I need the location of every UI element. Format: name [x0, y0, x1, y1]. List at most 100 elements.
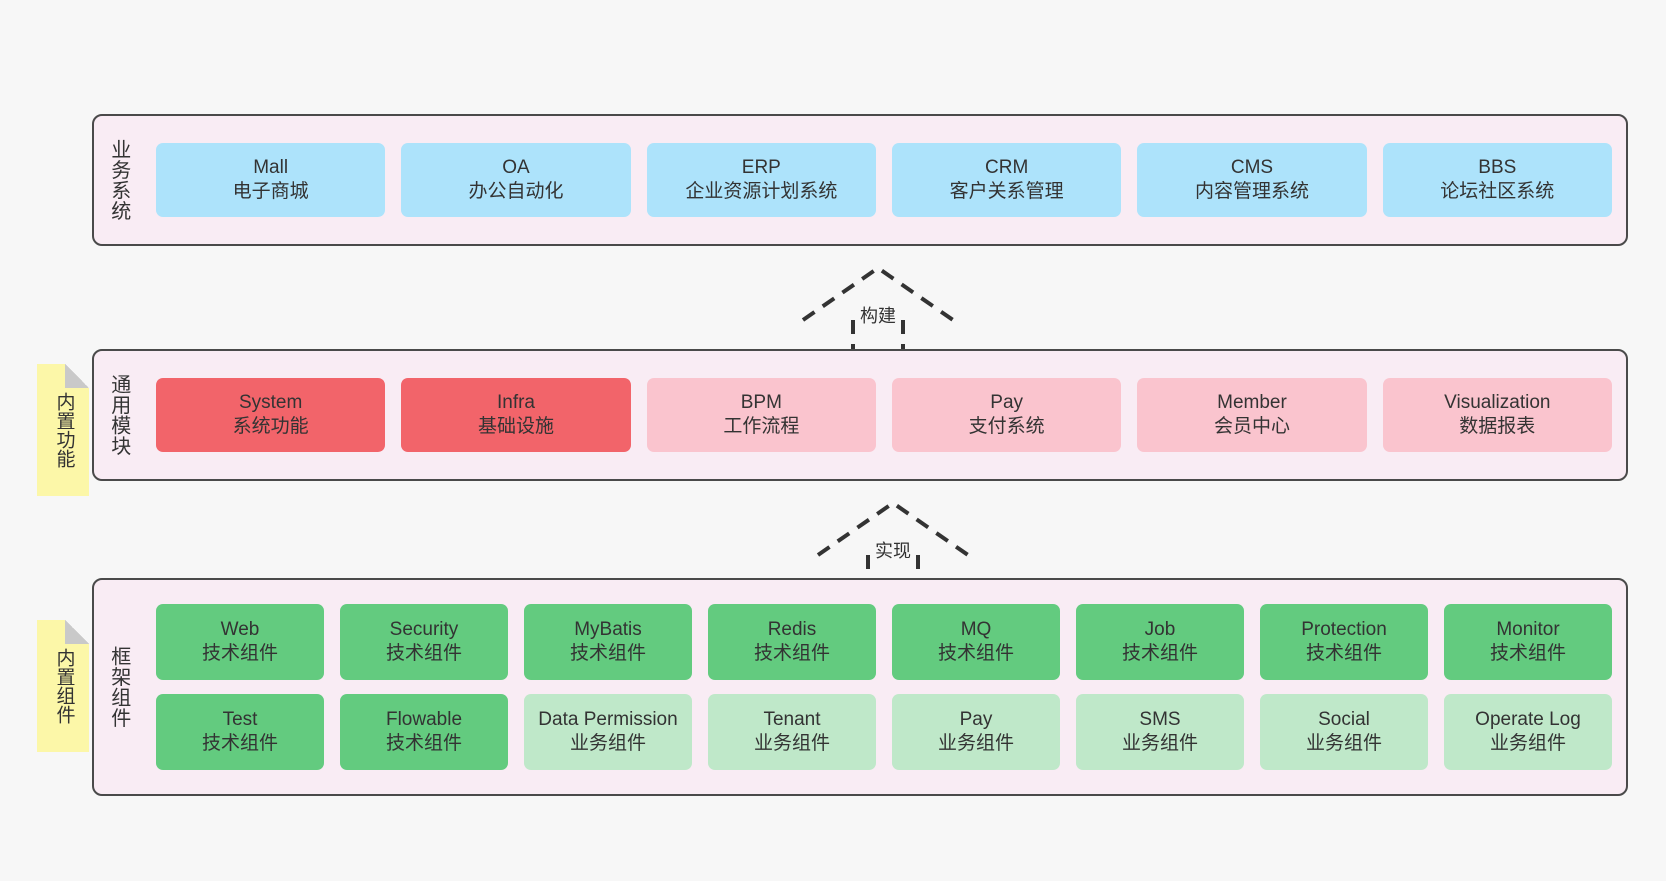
card-title: Tenant: [763, 709, 821, 731]
card-title: Member: [1217, 392, 1287, 414]
note-built-in-features: 内置功能: [37, 364, 89, 496]
card-crm[interactable]: CRM 客户关系管理: [891, 143, 1122, 217]
card-title: Job: [1144, 619, 1176, 641]
card-system[interactable]: System 系统功能: [156, 378, 386, 452]
layer-body-business-systems: Mall 电子商城 OA 办公自动化 ERP 企业资源计划系统 CRM 客户关系…: [142, 116, 1626, 244]
card-row: Web 技术组件 Security 技术组件 MyBatis 技术组件 Redi…: [156, 604, 1612, 680]
card-member[interactable]: Member 会员中心: [1137, 378, 1367, 452]
card-mq[interactable]: MQ 技术组件: [892, 604, 1060, 680]
card-title: Flowable: [385, 709, 463, 731]
card-subtitle: 技术组件: [569, 643, 646, 664]
card-erp[interactable]: ERP 企业资源计划系统: [646, 143, 876, 217]
card-subtitle: 技术组件: [201, 733, 278, 754]
card-subtitle: 系统功能: [232, 416, 309, 437]
card-title: Monitor: [1496, 619, 1560, 641]
card-title: CRM: [985, 157, 1029, 179]
card-subtitle: 办公自动化: [468, 181, 564, 202]
card-title: MyBatis: [574, 619, 642, 641]
card-operate-log[interactable]: Operate Log 业务组件: [1444, 694, 1612, 770]
card-bbs[interactable]: BBS 论坛社区系统: [1382, 143, 1612, 217]
card-redis[interactable]: Redis 技术组件: [708, 604, 876, 680]
card-visualization[interactable]: Visualization 数据报表: [1382, 378, 1612, 452]
card-title: BBS: [1478, 157, 1517, 179]
card-title: MQ: [960, 619, 992, 641]
card-protection[interactable]: Protection 技术组件: [1260, 604, 1428, 680]
card-infra[interactable]: Infra 基础设施: [401, 378, 631, 452]
card-subtitle: 工作流程: [723, 416, 800, 437]
card-subtitle: 技术组件: [385, 643, 462, 664]
card-mall[interactable]: Mall 电子商城: [156, 143, 386, 217]
layer-framework-components: 框架组件 Web 技术组件 Security 技术组件 MyBatis 技术组件…: [92, 578, 1628, 796]
card-title: System: [238, 392, 303, 414]
layer-common-modules: 通用模块 System 系统功能 Infra 基础设施 BPM 工作流程 Pay…: [92, 349, 1628, 481]
card-subtitle: 业务组件: [1121, 733, 1198, 754]
card-subtitle: 电子商城: [232, 181, 309, 202]
card-subtitle: 技术组件: [937, 643, 1014, 664]
card-subtitle: 论坛社区系统: [1440, 181, 1555, 202]
card-title: Operate Log: [1475, 709, 1581, 731]
card-title: Mall: [253, 157, 289, 179]
card-subtitle: 会员中心: [1213, 416, 1290, 437]
card-bpm[interactable]: BPM 工作流程: [646, 378, 876, 452]
card-subtitle: 客户关系管理: [949, 181, 1064, 202]
card-title: Social: [1318, 709, 1370, 731]
card-oa[interactable]: OA 办公自动化: [401, 143, 631, 217]
arrow-head-icon: [801, 265, 955, 322]
card-job[interactable]: Job 技术组件: [1076, 604, 1244, 680]
card-data-permission[interactable]: Data Permission 业务组件: [524, 694, 692, 770]
card-monitor[interactable]: Monitor 技术组件: [1444, 604, 1612, 680]
card-security[interactable]: Security 技术组件: [340, 604, 508, 680]
layer-body-framework-components: Web 技术组件 Security 技术组件 MyBatis 技术组件 Redi…: [142, 580, 1626, 794]
card-title: Redis: [767, 619, 817, 641]
connector-build-label: 构建: [860, 306, 896, 326]
card-subtitle: 企业资源计划系统: [685, 181, 838, 202]
card-pay[interactable]: Pay 支付系统: [891, 378, 1122, 452]
card-tenant[interactable]: Tenant 业务组件: [708, 694, 876, 770]
card-title: Protection: [1301, 619, 1387, 641]
card-subtitle: 业务组件: [937, 733, 1014, 754]
card-mybatis[interactable]: MyBatis 技术组件: [524, 604, 692, 680]
card-title: Infra: [496, 392, 535, 414]
layer-title-common-modules: 通用模块: [107, 374, 130, 456]
card-social[interactable]: Social 业务组件: [1260, 694, 1428, 770]
card-title: SMS: [1139, 709, 1181, 731]
card-row: System 系统功能 Infra 基础设施 BPM 工作流程 Pay 支付系统…: [156, 378, 1612, 452]
card-subtitle: 基础设施: [477, 416, 554, 437]
note-built-in-components: 内置组件: [37, 620, 89, 752]
card-subtitle: 业务组件: [569, 733, 646, 754]
card-subtitle: 技术组件: [385, 733, 462, 754]
card-title: CMS: [1230, 157, 1274, 179]
card-subtitle: 业务组件: [753, 733, 830, 754]
card-subtitle: 技术组件: [201, 643, 278, 664]
card-title: Security: [389, 619, 459, 641]
card-flowable[interactable]: Flowable 技术组件: [340, 694, 508, 770]
card-row: Test 技术组件 Flowable 技术组件 Data Permission …: [156, 694, 1612, 770]
card-title: Pay: [959, 709, 993, 731]
note-label: 内置组件: [53, 648, 75, 724]
layer-title-framework-components: 框架组件: [107, 646, 130, 728]
note-label: 内置功能: [53, 392, 75, 468]
card-cms[interactable]: CMS 内容管理系统: [1137, 143, 1367, 217]
card-row: Mall 电子商城 OA 办公自动化 ERP 企业资源计划系统 CRM 客户关系…: [156, 143, 1612, 217]
card-title: Web: [220, 619, 260, 641]
card-subtitle: 内容管理系统: [1194, 181, 1309, 202]
card-title: ERP: [741, 157, 781, 179]
card-title: OA: [502, 157, 530, 179]
layer-title-business-systems: 业务系统: [107, 139, 130, 221]
card-subtitle: 业务组件: [1489, 733, 1566, 754]
card-subtitle: 技术组件: [1305, 643, 1382, 664]
card-title: Visualization: [1444, 392, 1551, 414]
card-subtitle: 业务组件: [1305, 733, 1382, 754]
card-sms[interactable]: SMS 业务组件: [1076, 694, 1244, 770]
card-subtitle: 技术组件: [1489, 643, 1566, 664]
card-subtitle: 技术组件: [1121, 643, 1198, 664]
card-title: Pay: [990, 392, 1024, 414]
card-pay-business[interactable]: Pay 业务组件: [892, 694, 1060, 770]
layer-body-common-modules: System 系统功能 Infra 基础设施 BPM 工作流程 Pay 支付系统…: [142, 351, 1626, 479]
card-title: Test: [222, 709, 258, 731]
layer-business-systems: 业务系统 Mall 电子商城 OA 办公自动化 ERP 企业资源计划系统 CRM…: [92, 114, 1628, 246]
card-test[interactable]: Test 技术组件: [156, 694, 324, 770]
card-web[interactable]: Web 技术组件: [156, 604, 324, 680]
card-title: Data Permission: [538, 709, 678, 731]
